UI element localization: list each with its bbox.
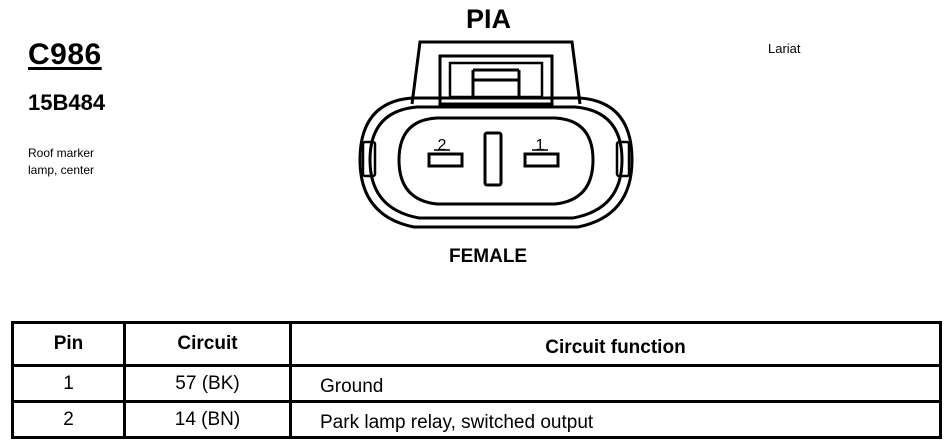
connector-face	[397, 116, 595, 206]
center-key	[483, 131, 503, 187]
cell-circuit: 14 (BN)	[123, 400, 292, 439]
terminal-pin-1	[523, 152, 560, 168]
cell-function: Ground	[289, 364, 942, 403]
connector-latch	[410, 40, 582, 106]
connector-id: C986	[28, 38, 102, 71]
vehicle-variant: Lariat	[768, 41, 801, 56]
header-circuit: Circuit	[123, 321, 292, 367]
connector-face-diagram: 2 1	[358, 40, 634, 229]
pin-table: Pin Circuit Circuit function 1 57 (BK) G…	[11, 321, 942, 439]
table-row: 2 14 (BN) Park lamp relay, switched outp…	[11, 400, 942, 439]
connector-description: Roof marker lamp, center	[28, 145, 178, 179]
description-line-2: lamp, center	[28, 163, 95, 177]
pin-label-1: 1	[536, 137, 545, 154]
header-pin: Pin	[11, 321, 126, 367]
table-header-row: Pin Circuit Circuit function	[11, 321, 942, 367]
connector-gender: FEMALE	[449, 246, 528, 267]
cell-function: Park lamp relay, switched output	[289, 400, 942, 439]
diagram-title: PIA	[466, 4, 512, 34]
table-row: 1 57 (BK) Ground	[11, 364, 942, 403]
terminal-pin-2	[427, 152, 464, 168]
cell-pin: 1	[11, 364, 126, 403]
pin-label-2: 2	[438, 137, 447, 154]
cell-pin: 2	[11, 400, 126, 439]
cell-circuit: 57 (BK)	[123, 364, 292, 403]
header-function: Circuit function	[289, 321, 942, 367]
part-number: 15B484	[28, 90, 106, 115]
description-line-1: Roof marker	[28, 146, 95, 160]
connector-housing	[358, 96, 634, 229]
